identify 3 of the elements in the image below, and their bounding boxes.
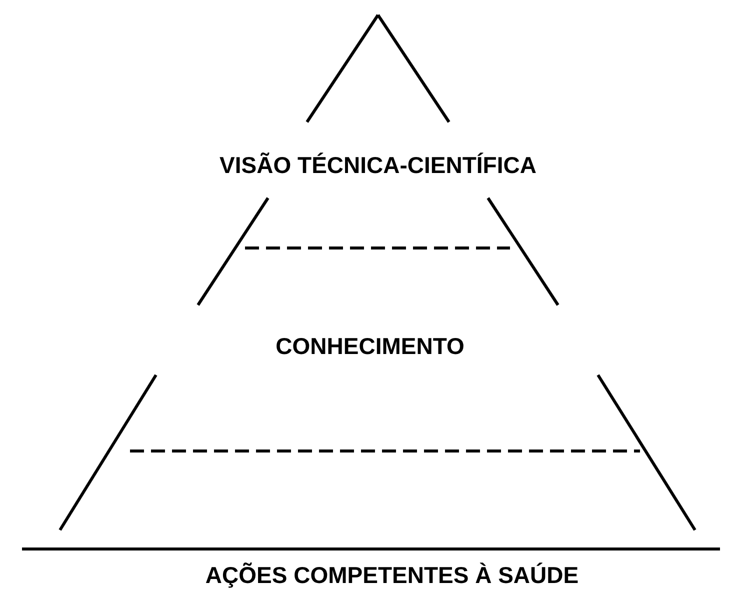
tier-label: AÇÕES COMPETENTES À SAÚDE (205, 562, 579, 589)
tier-label: VISÃO TÉCNICA-CIENTÍFICA (220, 152, 536, 179)
tier-label: CONHECIMENTO (276, 333, 464, 360)
